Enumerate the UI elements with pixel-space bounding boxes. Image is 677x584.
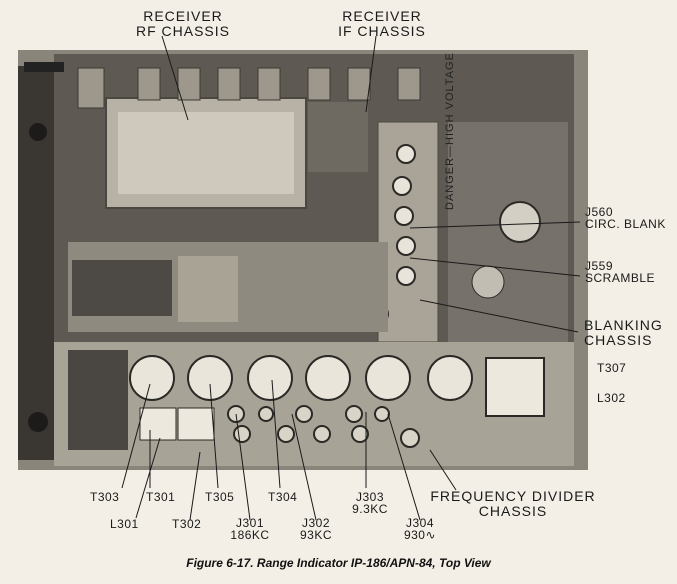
scramble-part: [471, 265, 505, 299]
j301-line1: J301: [235, 516, 265, 530]
transformer: [178, 256, 238, 322]
danger-high-voltage-text: DANGER—HIGH VOLTAGE: [444, 52, 456, 210]
j560-line1: J560: [585, 205, 614, 219]
receiver-rf-label: RECEIVER RF CHASSIS: [128, 9, 238, 39]
j559-line2: SCRAMBLE: [585, 271, 656, 285]
blanking-line2: CHASSIS: [584, 332, 653, 348]
rf-chassis-cover: [118, 112, 294, 194]
t302-label: T302: [172, 517, 202, 531]
receiver-rf-line2: RF CHASSIS: [135, 23, 230, 39]
knob: [28, 412, 48, 432]
j301-line2: 186KC: [230, 528, 270, 542]
j301-label: J301 186KC: [228, 517, 272, 541]
t303-block: [139, 407, 177, 441]
left-board: [68, 350, 128, 450]
j303-line1: J303: [355, 490, 385, 504]
handle: [24, 62, 64, 72]
j303-label: J303 9.3KC: [348, 491, 392, 515]
j302-line2: 93KC: [299, 528, 333, 542]
t301-label: T301: [146, 490, 176, 504]
t302-block: [177, 407, 215, 441]
receiver-if-line2: IF CHASSIS: [338, 23, 426, 39]
t305-label: T305: [205, 490, 235, 504]
knob: [29, 123, 47, 141]
j303-line2: 9.3KC: [352, 502, 388, 516]
j559-line1: J559: [585, 259, 614, 273]
if-chassis: [308, 102, 368, 172]
t307-label: T307: [597, 361, 627, 375]
receiver-if-label: RECEIVER IF CHASSIS: [330, 9, 434, 39]
blanking-line1: BLANKING: [584, 317, 663, 333]
circ-blank-part: [499, 201, 541, 243]
chassis-photo: [18, 42, 596, 540]
freq-divider-line2: CHASSIS: [478, 503, 548, 519]
j559-label: J559 SCRAMBLE: [585, 260, 655, 284]
t303-label: T303: [90, 490, 120, 504]
blanking-chassis-label: BLANKING CHASSIS: [584, 318, 663, 348]
j302-label: J302 93KC: [296, 517, 336, 541]
chassis-illustration: [18, 50, 588, 470]
j302-line1: J302: [301, 516, 331, 530]
receiver-if-line1: RECEIVER: [342, 8, 422, 24]
resistor-bank: [72, 260, 172, 316]
t304-label: T304: [268, 490, 298, 504]
j560-line2: CIRC. BLANK: [585, 217, 666, 231]
receiver-rf-line1: RECEIVER: [143, 8, 223, 24]
l302-can: [485, 357, 545, 417]
l301-label: L301: [110, 517, 139, 531]
j560-label: J560 CIRC. BLANK: [585, 206, 666, 230]
figure-caption: Figure 6-17. Range Indicator IP-186/APN-…: [186, 556, 491, 570]
j304-line1: J304: [405, 516, 435, 530]
j304-label: J304 930∿: [398, 517, 442, 541]
freq-divider-line1: FREQUENCY DIVIDER: [430, 488, 596, 504]
freq-divider-label: FREQUENCY DIVIDER CHASSIS: [428, 489, 598, 519]
j304-line2: 930∿: [403, 528, 437, 542]
l302-label: L302: [597, 391, 626, 405]
